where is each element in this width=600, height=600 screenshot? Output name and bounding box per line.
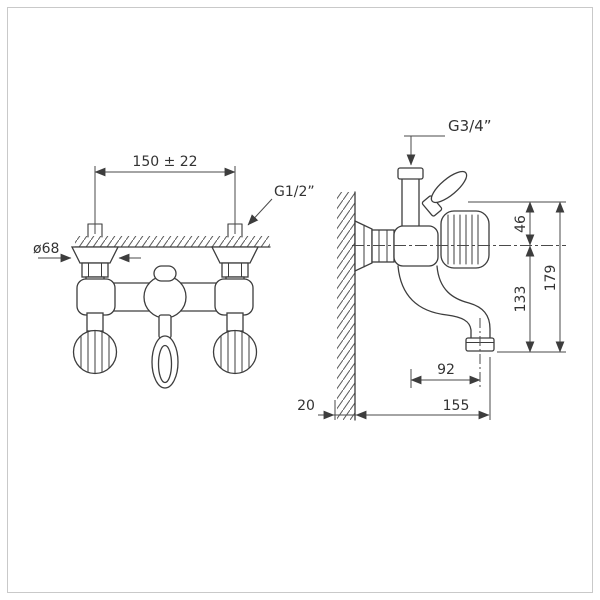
dim-bottom-chain — [318, 357, 491, 420]
supply-pipe-stubs — [87, 223, 243, 238]
drawing-labels: 150 ± 22 G1/2” ø68 G3/4” 46 133 179 92 2… — [33, 117, 559, 414]
dim-vertical-group — [468, 201, 566, 353]
left-star-handle — [72, 329, 118, 375]
dim-92-label: 92 — [437, 362, 455, 378]
inlet-thread-label: G1/2” — [274, 184, 315, 200]
dimension-annotations — [38, 135, 566, 420]
left-valve-stem — [86, 312, 104, 332]
right-valve-stem — [226, 312, 244, 332]
dim-center-distance-label: 150 ± 22 — [132, 154, 197, 170]
dim-outlet-offset — [410, 369, 481, 388]
dim-center-distance — [94, 166, 236, 234]
side-view — [337, 167, 495, 421]
dim-133-label: 133 — [513, 286, 529, 313]
left-escutcheon — [70, 246, 120, 264]
right-star-handle — [212, 329, 258, 375]
front-view — [70, 223, 271, 389]
diverter-drop-lever — [151, 314, 179, 389]
mixer-body-front — [76, 265, 254, 319]
dim-155-label: 155 — [443, 398, 470, 414]
front-wall-section — [74, 236, 271, 248]
side-wall-section — [337, 191, 356, 421]
page-border-frame — [7, 7, 593, 593]
dim-46-label: 46 — [513, 215, 529, 233]
dim-179-label: 179 — [543, 265, 559, 292]
dim-20-label: 20 — [297, 398, 315, 414]
lever-handle — [421, 170, 468, 217]
right-escutcheon — [210, 246, 260, 264]
escutcheon-diameter-label: ø68 — [33, 241, 59, 257]
top-outlet-thread-label: G3/4” — [448, 117, 492, 135]
knurled-knob-side — [440, 210, 490, 269]
inlet-thread-leader — [247, 198, 273, 226]
top-outlet-thread-leader — [404, 135, 445, 166]
top-outlet-pipe — [397, 167, 424, 231]
